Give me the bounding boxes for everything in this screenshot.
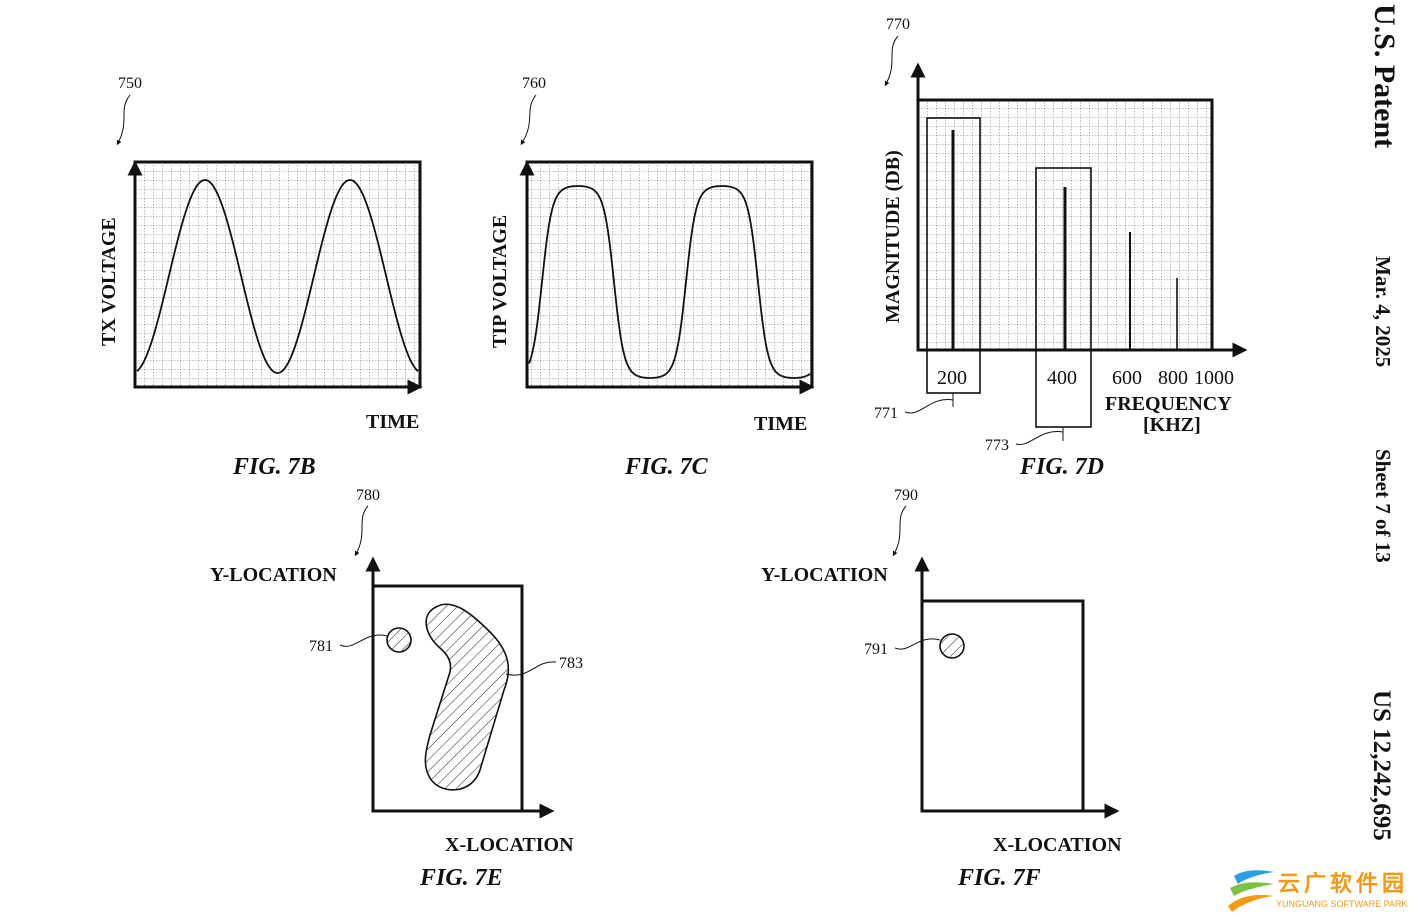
leader-791 [894,638,941,650]
patent-date: Mar. 4, 2025 [1371,256,1395,367]
x-axis-unit: [KHZ] [1143,414,1201,436]
figure-caption: FIG. 7D [1019,454,1104,480]
patent-number: US 12,242,695 [1368,690,1395,841]
watermark-en: YUNGUANG SOFTWARE PARK [1276,899,1408,909]
watermark-cn: 云广软件园 [1278,872,1409,897]
logo-swoosh-icon [1228,870,1274,912]
plot-area [920,599,1085,813]
side-header: U.S. Patent Mar. 4, 2025 Sheet 7 of 13 U… [1368,4,1401,841]
ref-773: 773 [985,437,1009,454]
patent-title: U.S. Patent [1368,4,1401,148]
ref-750: 750 [118,75,142,92]
leader-781 [339,634,388,647]
tick-200: 200 [937,367,967,389]
plot-area [133,160,422,389]
figure-caption: FIG. 7E [419,865,503,891]
touch-region-781 [386,627,412,653]
touch-region-791 [939,633,965,659]
y-axis-label: Y-LOCATION [761,564,888,586]
watermark-logo: 云广软件园 YUNGUANG SOFTWARE PARK [1226,866,1421,914]
x-axis-label: TIME [366,411,419,433]
tick-1000: 1000 [1194,367,1234,389]
fig-7e: 780 781 783 Y-LOCATION X-LOCATION FIG. 7… [210,487,583,891]
y-axis-label: Y-LOCATION [210,564,337,586]
leader-783 [505,661,557,676]
fig-7b: 750 TX VOLTAGE TIME FIG. 7B [98,75,423,480]
leader-arrow [520,94,537,146]
leader-arrow [354,505,369,557]
y-axis-label: MAGNITUDE (DB) [882,150,904,323]
fig-7c: 760 TIP VOLTAGE TIME FIG. 7C [489,75,815,480]
y-axis-label: TIP VOLTAGE [489,215,511,348]
x-axis-label: X-LOCATION [445,834,574,856]
plot-area [525,160,814,389]
leader-arrow [884,35,899,87]
y-axis-label: TX VOLTAGE [98,217,120,346]
tick-400: 400 [1047,367,1077,389]
ref-790: 790 [894,487,918,504]
ref-783: 783 [559,655,583,672]
x-axis-label: TIME [754,413,807,435]
leader-771 [904,393,954,414]
fig-7d: 770 200 400 600 800 1000 FREQUENCY [KHZ]… [874,16,1248,480]
figure-caption: FIG. 7C [624,454,709,480]
tx-voltage-waveform [136,179,419,374]
x-axis-label: X-LOCATION [993,834,1122,856]
ref-780: 780 [356,487,380,504]
tick-800: 800 [1158,367,1188,389]
ref-771: 771 [874,405,898,422]
figure-caption: FIG. 7B [232,454,316,480]
leader-arrow [116,94,131,146]
sheet-number: Sheet 7 of 13 [1371,449,1395,563]
touch-region-783 [424,603,510,791]
leader-773 [1015,427,1064,445]
ref-760: 760 [522,75,546,92]
leader-arrow [892,505,907,557]
tick-600: 600 [1112,367,1142,389]
figure-caption: FIG. 7F [957,865,1041,891]
fig-7f: 790 791 Y-LOCATION X-LOCATION FIG. 7F [761,487,1122,891]
ref-781: 781 [309,638,333,655]
ref-791: 791 [864,641,888,658]
x-axis-label: FREQUENCY [1105,393,1232,415]
tip-voltage-waveform [528,185,811,379]
ref-770: 770 [886,16,910,33]
